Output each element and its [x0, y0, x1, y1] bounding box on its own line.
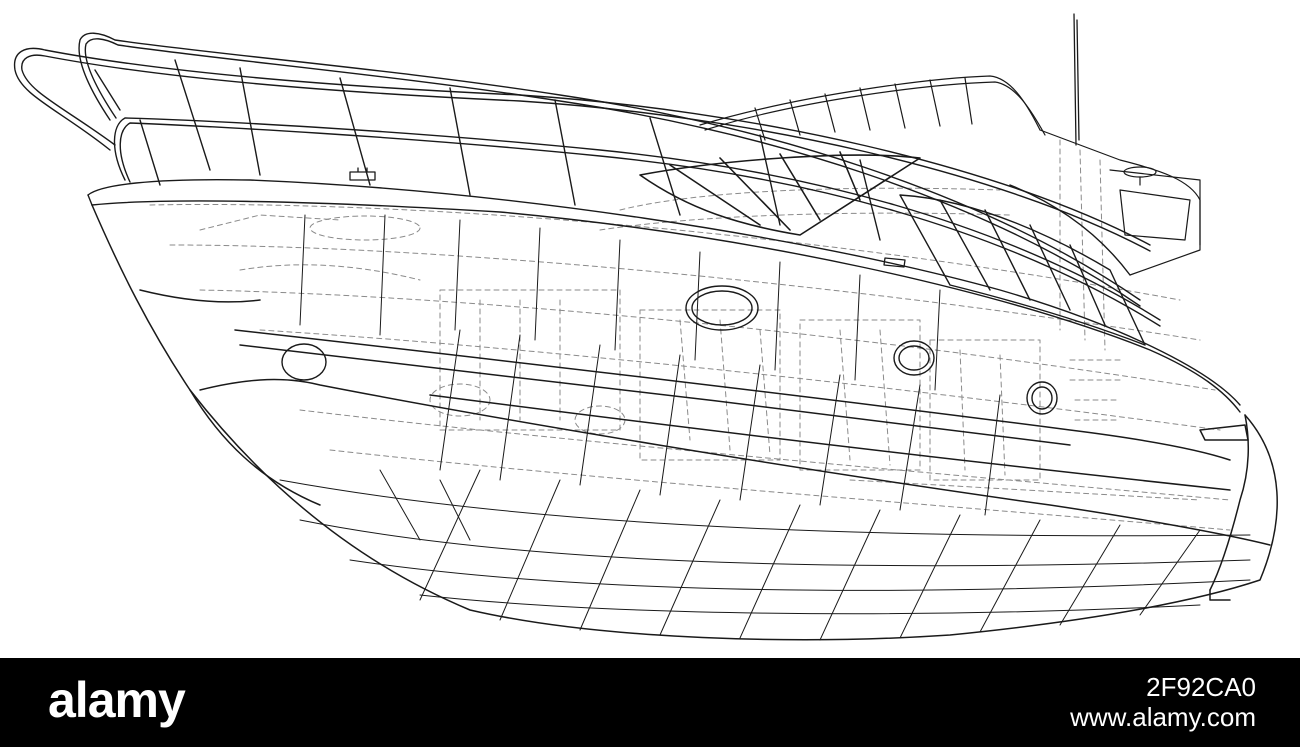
porthole-3 [1026, 381, 1058, 415]
portholes [281, 285, 1058, 415]
cleats [349, 167, 906, 268]
flybridge [699, 75, 1201, 276]
boat-wireframe-illustration [13, 13, 1278, 641]
hull [91, 204, 1278, 641]
hull-grid [279, 214, 1251, 641]
image-id: 2F92CA0 [1146, 672, 1256, 702]
footer-info: 2F92CA0 www.alamy.com [1070, 672, 1256, 732]
hidden-interior-lines [149, 139, 1231, 531]
alamy-logo: alamy [48, 672, 186, 728]
porthole-1 [685, 285, 759, 331]
site-url: www.alamy.com [1070, 702, 1256, 732]
cabin-side-window [899, 184, 1146, 346]
watermark-footer: alamy 2F92CA0 www.alamy.com [0, 658, 1300, 747]
yacht-wireframe-drawing [13, 13, 1278, 641]
windshield [639, 151, 921, 236]
bow-rail [13, 32, 1161, 327]
deck-edge [87, 178, 1241, 413]
porthole-2 [893, 340, 935, 376]
antenna [1073, 13, 1080, 146]
porthole-4 [281, 343, 327, 381]
